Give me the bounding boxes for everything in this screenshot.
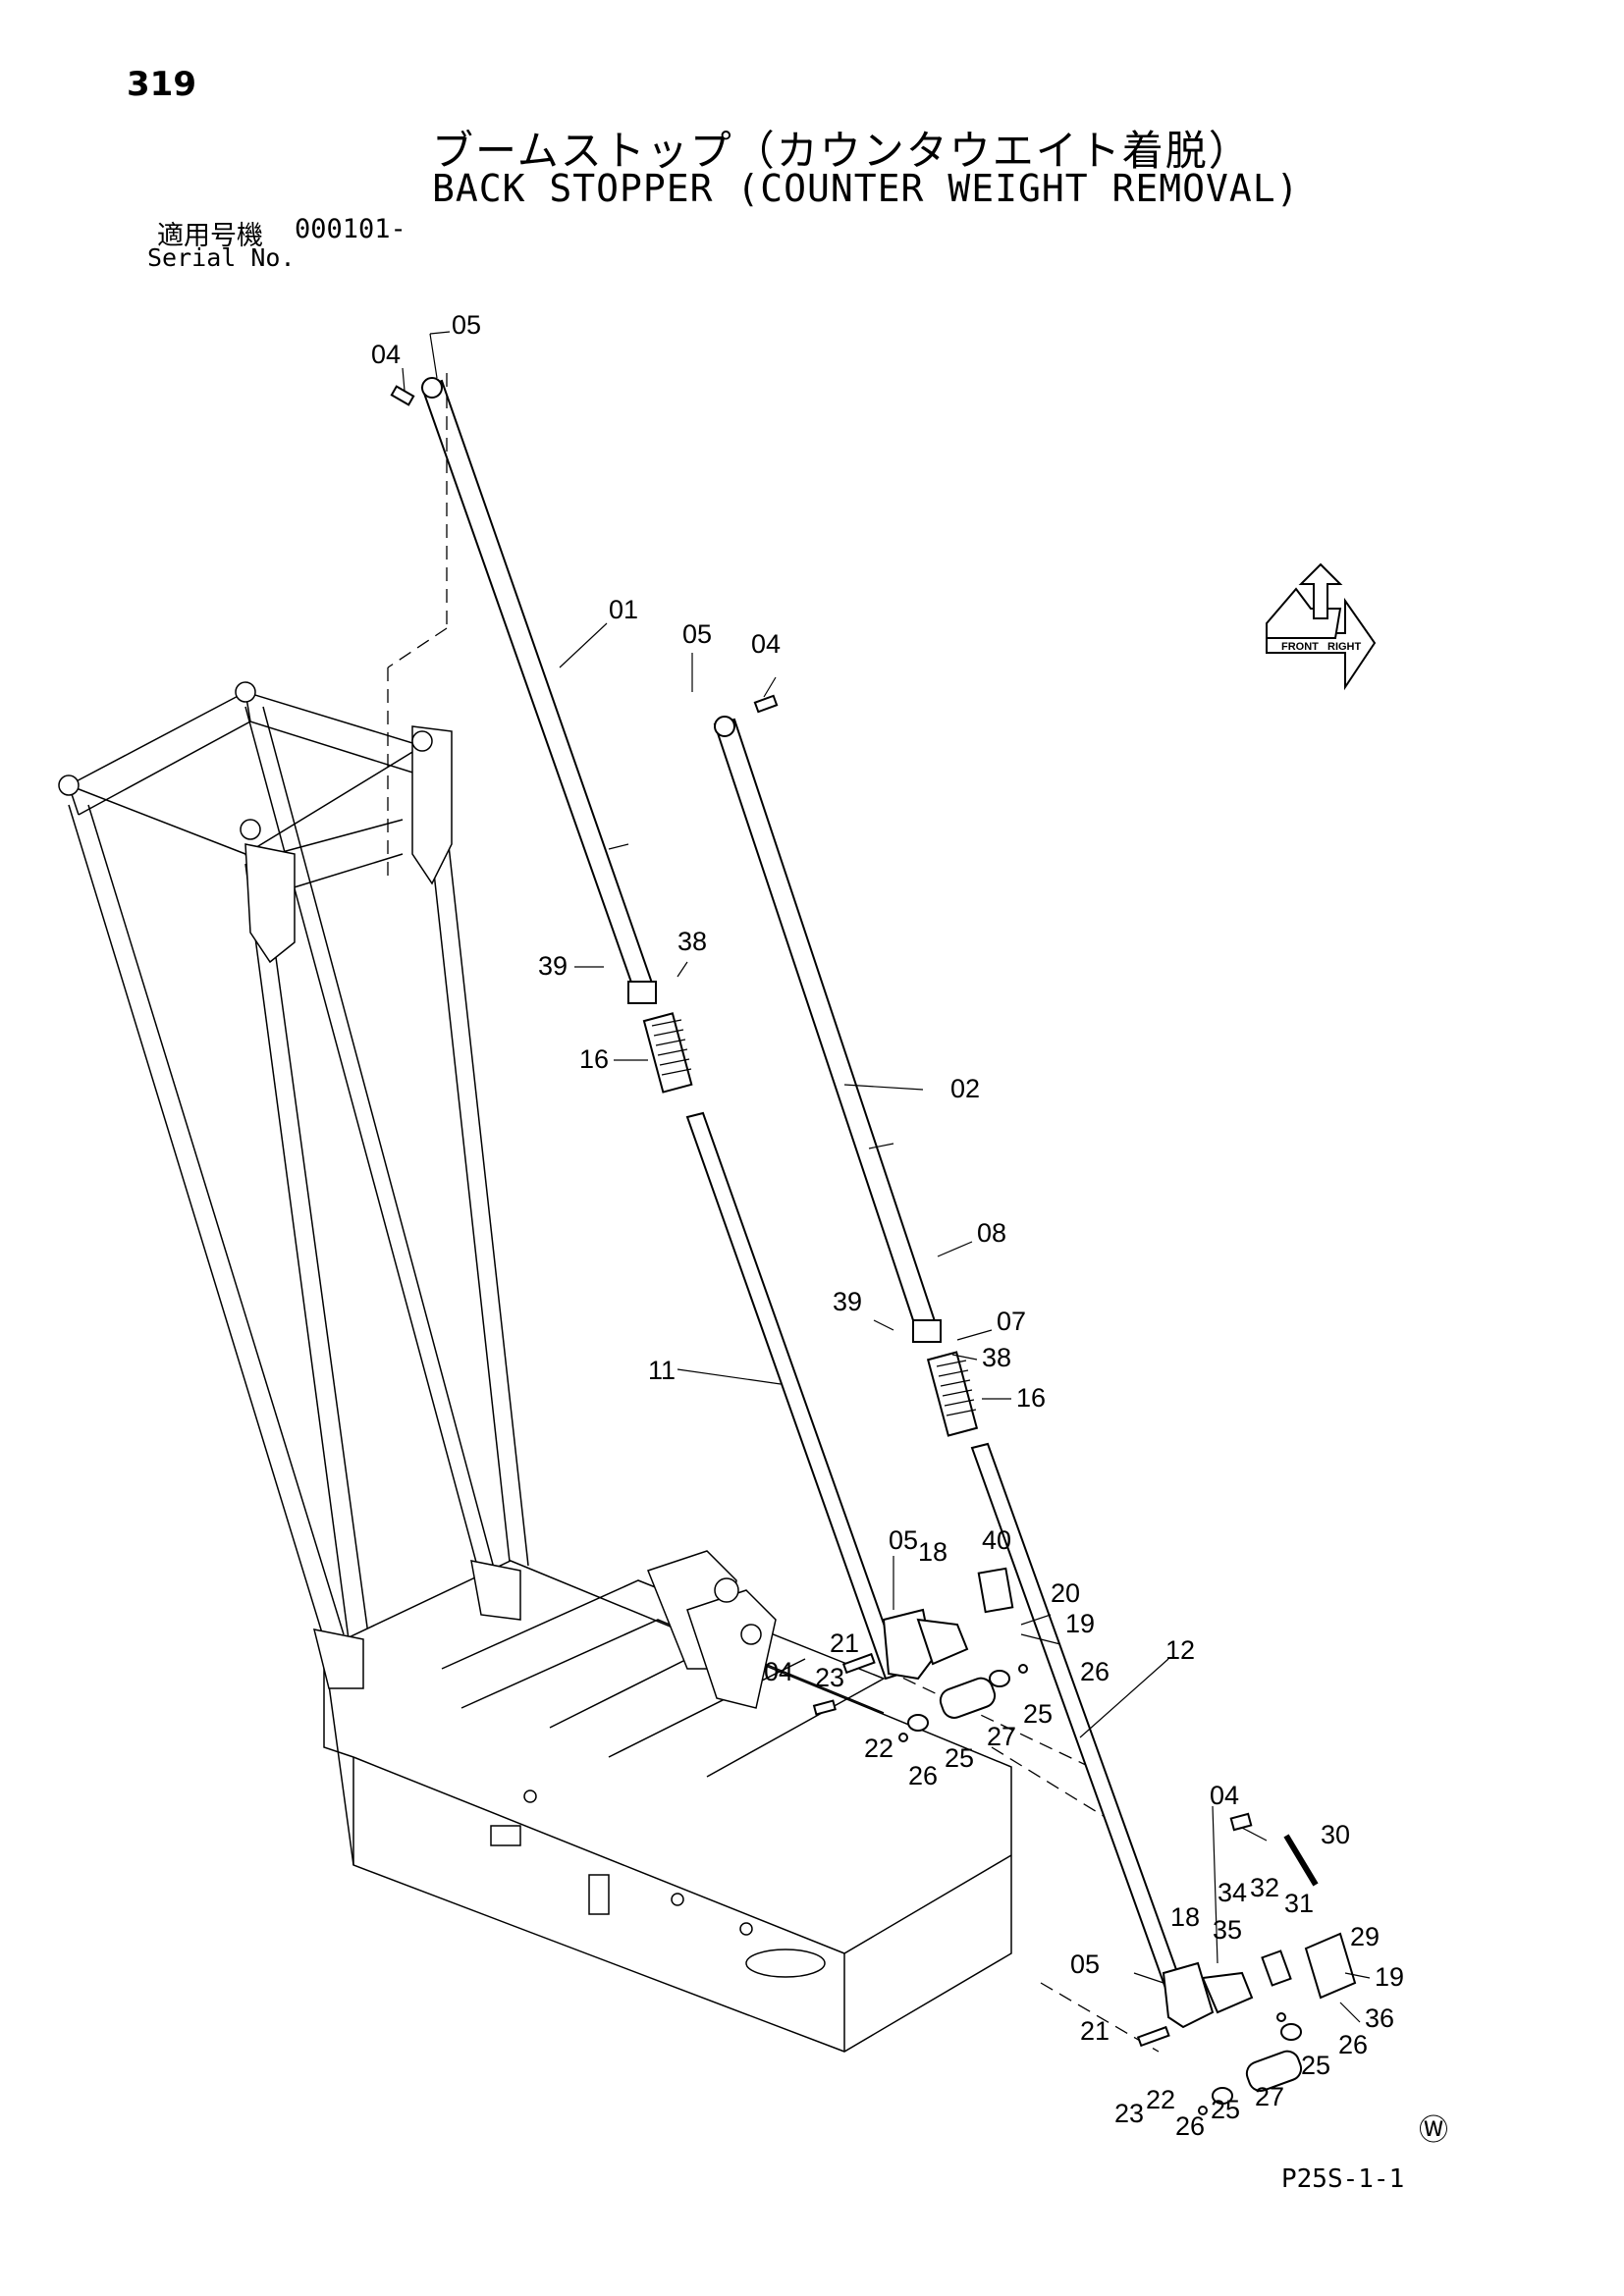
part-label: 39: [538, 951, 568, 981]
part-label: 40: [982, 1525, 1011, 1555]
part-label: 22: [1146, 2085, 1175, 2114]
part-label: 23: [815, 1663, 844, 1692]
part-label: 08: [977, 1218, 1006, 1248]
part-label: 26: [1175, 2111, 1205, 2141]
part-label: 18: [1170, 1902, 1200, 1932]
part-30-rod: [1283, 1834, 1319, 1887]
part-label: 02: [950, 1074, 980, 1103]
part-label: 32: [1250, 1873, 1279, 1902]
part-label: 25: [1301, 2051, 1330, 2080]
part-label: 25: [945, 1743, 974, 1773]
serial-label-japanese: 適用号機: [157, 221, 263, 251]
part-16-spring-middle: [926, 1351, 979, 1437]
part-label: 31: [1284, 1889, 1314, 1918]
part-label: 20: [1051, 1578, 1080, 1608]
part-label: 26: [1080, 1657, 1110, 1686]
part-label: 04: [764, 1657, 793, 1686]
part-04-pin: [390, 385, 415, 406]
part-label: 05: [452, 310, 481, 340]
part-label: 34: [1218, 1878, 1247, 1907]
base-frame-structure: [312, 1550, 1160, 2053]
part-label: 11: [648, 1356, 676, 1385]
part-label: 21: [1080, 2016, 1110, 2046]
serial-value: 000101-: [295, 214, 406, 244]
part-label: 35: [1213, 1915, 1242, 1945]
page-number: 319: [127, 65, 196, 104]
part-label: 05: [1070, 1949, 1100, 1979]
part-label: 16: [1016, 1383, 1046, 1413]
part-label: 25: [1211, 2095, 1240, 2124]
part-label: 23: [1114, 2099, 1144, 2128]
right-text: RIGHT: [1327, 641, 1362, 653]
part-label: 27: [987, 1722, 1016, 1751]
part-label: 29: [1350, 1922, 1380, 1951]
part-label: 05: [889, 1525, 918, 1555]
bracket-assembly-lower: [1136, 1812, 1357, 2115]
part-label: 26: [908, 1761, 938, 1790]
part-label: 07: [997, 1307, 1026, 1336]
part-label: 27: [1255, 2082, 1284, 2111]
part-label: 21: [830, 1629, 859, 1658]
part-label: 05: [682, 619, 712, 649]
part-label: 18: [918, 1537, 947, 1567]
leader-dash: [387, 627, 448, 668]
part-label: 25: [1023, 1699, 1053, 1729]
part-label: 39: [833, 1287, 862, 1316]
part-label: 38: [677, 927, 707, 956]
part-label: 04: [751, 629, 781, 659]
orientation-badge: FRONT RIGHT: [1266, 562, 1377, 691]
part-label: 19: [1065, 1609, 1095, 1638]
part-label: 12: [1165, 1635, 1195, 1665]
serial-label-english: Serial No.: [147, 243, 296, 272]
part-label: 19: [1375, 1962, 1404, 1992]
part-label: 38: [982, 1343, 1011, 1372]
part-04-pin: [753, 694, 779, 714]
part-label: 36: [1365, 2003, 1394, 2033]
title-english: BACK STOPPER (COUNTER WEIGHT REMOVAL): [432, 167, 1300, 210]
bracket-assembly-middle: [812, 1567, 1028, 1742]
part-02-middle-rod: [713, 716, 942, 1343]
part-label: 16: [579, 1044, 609, 1074]
title-japanese: ブームストップ（カウンタウエイト着脱）: [432, 127, 1252, 175]
reference-code: P25S-1-1: [1281, 2164, 1405, 2194]
part-label: 22: [864, 1734, 893, 1763]
upper-frame-structure: [58, 681, 529, 1640]
part-label: 04: [371, 340, 401, 369]
part-01-upper-rod: [420, 377, 657, 1004]
part-label: 01: [609, 595, 638, 624]
part-label: 26: [1338, 2030, 1368, 2059]
part-labels: 05 04 01 05 04 39 38 16 02 08 39 07 38 1…: [371, 310, 1404, 2141]
part-label: 30: [1321, 1820, 1350, 1849]
leader-lines: [402, 331, 1371, 2023]
part-16-spring-upper: [642, 1012, 693, 1094]
watermark-symbol: Ⓦ: [1419, 2113, 1448, 2148]
front-text: FRONT: [1281, 641, 1319, 653]
part-label: 04: [1210, 1781, 1239, 1810]
